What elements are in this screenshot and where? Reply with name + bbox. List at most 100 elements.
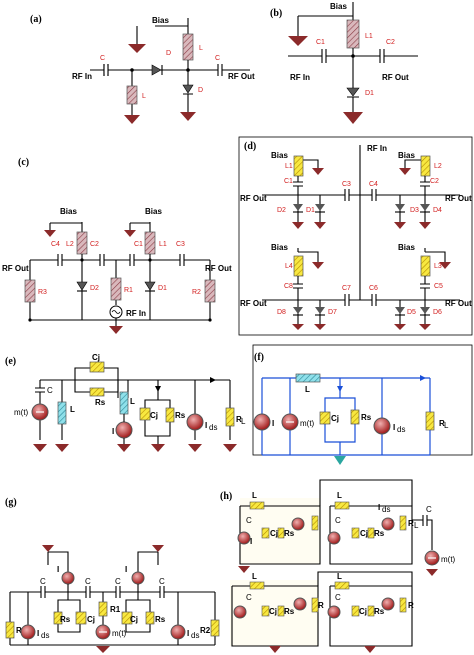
panel-f: (f) L I m(t) Cj Rs I ds R L [252, 344, 473, 465]
panel-d-l2: L2 [434, 163, 442, 170]
panel-a-rf-in: RF In [72, 72, 92, 81]
panel-e-mt: m(t) [14, 408, 29, 417]
diode-d8 [292, 300, 304, 330]
panel-d-bias-tr: Bias [398, 151, 415, 160]
current-source-ids [186, 413, 204, 431]
panel-b-l1: L1 [365, 33, 373, 40]
resistor-rl [225, 407, 235, 427]
panel-h-l2: L [337, 491, 342, 500]
panel-c-tag: (c) [18, 157, 29, 168]
ground-icon [288, 36, 308, 46]
capacitor-cj [89, 361, 105, 373]
resistor-rs2 [165, 407, 175, 423]
diode-d5 [394, 300, 406, 330]
panel-d-rf-out-tr: RF Out [445, 194, 472, 203]
inductor-l1 [346, 19, 360, 49]
panel-h-l4: L [337, 572, 342, 581]
panel-f-i: I [272, 419, 274, 428]
diode-d7 [314, 300, 326, 330]
panel-g-ids-sub-l: ds [41, 631, 49, 640]
panel-d-d1: D1 [306, 207, 315, 214]
panel-e-rs2: Rs [175, 411, 186, 420]
ground-icon [312, 168, 324, 175]
panel-b-c2: C2 [386, 39, 395, 46]
ground-icon [44, 230, 56, 237]
ground-icon [312, 262, 324, 269]
panel-g-ids-l: I [37, 629, 39, 638]
panel-g-c4: C [159, 577, 165, 586]
capacitor-cj [319, 411, 331, 425]
panel-d-rf-out-tl: RF Out [240, 194, 267, 203]
panel-g-cj-l: Cj [87, 615, 95, 624]
panel-d-bias-tl: Bias [271, 151, 288, 160]
panel-h-mt: m(t) [441, 555, 456, 564]
panel-d-d5: D5 [407, 309, 416, 316]
panel-e: (e) C m(t) Cj Rs L L I Cj Rs [5, 353, 246, 452]
panel-b-tag: (b) [270, 8, 282, 19]
diode-d2 [76, 281, 88, 291]
ground-icon [128, 44, 146, 53]
ground-icon [334, 456, 346, 465]
panel-h-cj2: Cj [360, 529, 368, 538]
ground-icon [124, 115, 140, 124]
diode-d1 [144, 281, 156, 291]
panel-e-l1: L [70, 405, 75, 414]
panel-h-l1: L [252, 491, 257, 500]
panel-h-tag: (h) [220, 491, 232, 502]
resistor-r1 [98, 601, 108, 617]
capacitor-cj2 [139, 407, 151, 421]
current-source-ids-right [170, 624, 186, 640]
panel-g-ids-r: I [187, 629, 189, 638]
panel-a-l-left: L [142, 93, 146, 100]
ground-icon [117, 444, 131, 452]
ground-icon [238, 566, 250, 573]
panel-e-rl-sub: L [241, 417, 246, 426]
panel-c-rf-in: RF In [126, 309, 146, 318]
inductor-top [182, 33, 194, 61]
panel-d-l1: L1 [285, 163, 293, 170]
ground-icon [33, 444, 47, 452]
panel-h-rl2: R [318, 601, 324, 610]
panel-d-c8: C8 [284, 283, 293, 290]
panel-g-i-left: I [57, 565, 59, 574]
panel-e-i: I [112, 427, 114, 436]
resistor-r3 [24, 279, 36, 303]
panel-f-cj: Cj [331, 414, 339, 423]
ground-icon [188, 444, 202, 452]
panel-h-rl: R [408, 519, 414, 528]
resistor-rs [350, 409, 360, 425]
panel-d-c7: C7 [342, 285, 351, 292]
panel-e-ids: I [205, 421, 207, 430]
ground-icon [109, 326, 123, 334]
panel-d-rf-in: RF In [367, 144, 387, 153]
panel-h-c2: C [335, 516, 341, 525]
panel-d-l3: L3 [434, 263, 442, 270]
panel-h-l3: L [252, 572, 257, 581]
current-source-i [253, 413, 271, 431]
diode-d3 [394, 195, 406, 229]
panel-f-rs: Rs [361, 413, 372, 422]
panel-g-rs-l: Rs [60, 615, 71, 624]
ground-icon [343, 112, 363, 124]
panel-a-rf-out: RF Out [228, 72, 255, 81]
inductor-l1 [293, 155, 304, 177]
panel-f-ids: I [393, 423, 395, 432]
panel-h-rs3: Rs [284, 607, 295, 616]
diode-series [151, 64, 162, 76]
panel-h-cj3: Cj [269, 607, 277, 616]
panel-c-d1: D1 [158, 285, 167, 292]
panel-g-c2: C [85, 577, 91, 586]
resistor-r1 [110, 277, 122, 301]
panel-c-c4: C4 [51, 241, 60, 248]
ground-icon [426, 569, 438, 576]
inductor-l1 [57, 401, 67, 425]
inductor-l2 [119, 391, 129, 415]
panel-c-r1: R1 [124, 287, 133, 294]
resistor-r2 [204, 279, 216, 303]
panel-c-c3: C3 [176, 241, 185, 248]
panel-h-cj1: Cj [270, 529, 278, 538]
panel-h-rs2: Rs [374, 529, 385, 538]
ground-icon [124, 230, 136, 237]
current-source-i [115, 421, 133, 439]
panel-d-l4: L4 [285, 263, 293, 270]
